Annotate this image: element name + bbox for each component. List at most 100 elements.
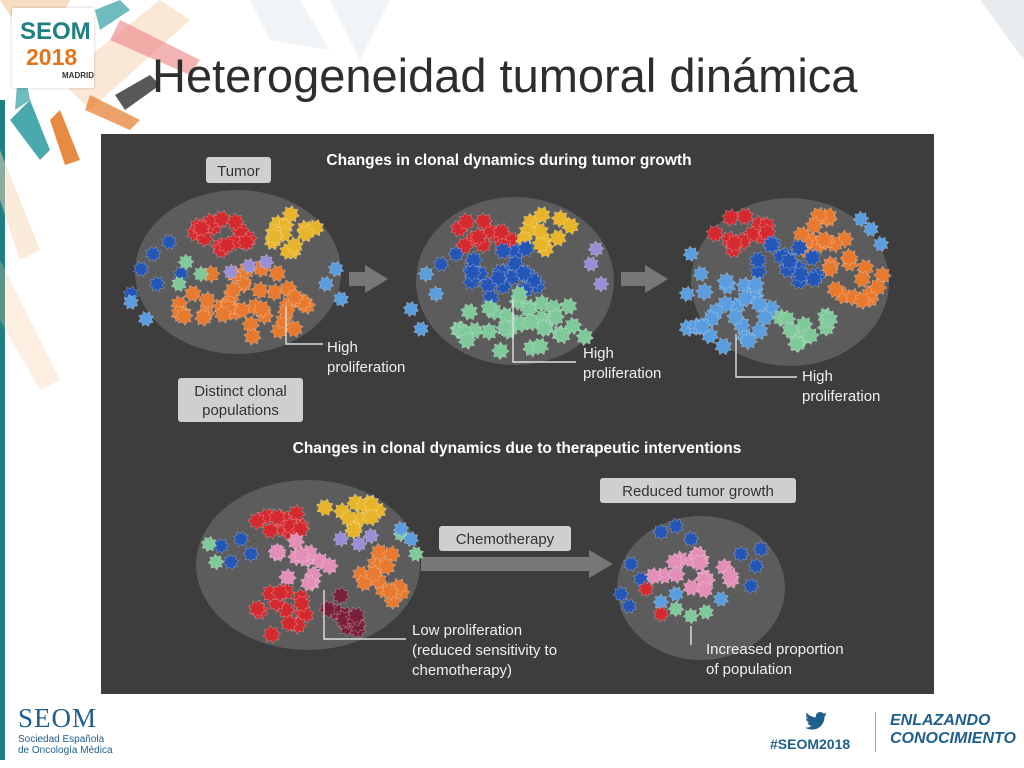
cell-orange (183, 284, 202, 303)
low-prolif-line3: chemotherapy) (412, 662, 512, 679)
cell-red (217, 235, 237, 255)
cell-orange (380, 581, 400, 601)
hashtag: #SEOM2018 (770, 736, 851, 752)
cell-red (469, 227, 488, 247)
callout-lines (285, 299, 797, 645)
cell-blue (748, 251, 767, 270)
cell-orange (213, 305, 233, 324)
distinct-label-line1: Distinct clonal (194, 383, 287, 400)
cell-lightblue (427, 285, 445, 303)
cell-red (474, 211, 494, 231)
cell-purple (592, 275, 610, 293)
reduced-label-box: Reduced tumor growth (600, 478, 796, 503)
cell-lightblue (402, 530, 420, 548)
cell-orange (804, 216, 824, 235)
cell-pink (319, 556, 340, 576)
logo-line-city: MADRID (62, 71, 94, 80)
cell-pink (682, 578, 701, 597)
cell-orange (193, 308, 213, 327)
cell-green (460, 302, 479, 321)
cell-blue (493, 241, 513, 261)
cell-blue (488, 268, 508, 288)
cell-red (279, 613, 299, 633)
cell-green (781, 321, 800, 339)
seom2018-logo: SEOM 2018 MADRID (12, 8, 94, 88)
chemo-label: Chemotherapy (456, 531, 555, 548)
cell-orange (852, 291, 872, 311)
cell-pink (721, 566, 740, 585)
arrow-2 (621, 265, 668, 293)
cell-pink (664, 552, 685, 572)
cell-red (456, 212, 476, 232)
distinct-label-box: Distinct clonal populations (178, 378, 303, 422)
cell-yellow (285, 236, 304, 255)
chemo-label-box: Chemotherapy (439, 526, 571, 551)
cell-green (575, 327, 595, 347)
cell-orange (197, 290, 217, 310)
cell-lightblue (413, 321, 429, 337)
cell-orange (792, 225, 811, 244)
cell-lightblue (863, 221, 879, 237)
cell-green (667, 600, 685, 618)
cell-green (697, 603, 715, 621)
cell-green (559, 297, 578, 316)
cell-yellow (531, 222, 549, 241)
high-prolif-2-line2: proliferation (583, 365, 661, 382)
cell-green (490, 341, 510, 361)
cell-red (261, 521, 280, 540)
cell-maroon (318, 599, 338, 619)
cell-blue (623, 556, 639, 572)
cell-orange (868, 277, 888, 297)
slogan-line1: ENLAZANDO (890, 712, 991, 729)
cell-yellow (265, 226, 285, 246)
cell-blue (667, 517, 685, 535)
high-prolif-3-line1: High (802, 368, 833, 385)
cell-orange (232, 301, 252, 320)
cell-lightblue (317, 275, 335, 293)
cell-purple (350, 535, 368, 553)
cell-red (236, 232, 256, 252)
cell-lightblue (725, 307, 745, 327)
cell-orange (853, 270, 872, 289)
cell-blue (514, 264, 533, 282)
cell-green (682, 607, 700, 625)
cell-red (262, 625, 282, 645)
cell-orange (285, 319, 304, 338)
cell-lightblue (327, 260, 345, 278)
cell-blue (148, 275, 166, 293)
cell-blue (516, 239, 535, 258)
cell-blue (742, 577, 760, 595)
cell-yellow (561, 216, 580, 236)
seom-footer-logo: SEOM Sociedad Española de Oncología Médi… (18, 703, 128, 761)
low-prolif-line1: Low proliferation (412, 622, 522, 639)
cell-purple (583, 256, 599, 272)
tumor-label: Tumor (217, 163, 260, 180)
cell-red (192, 219, 211, 238)
cell-red (492, 222, 511, 242)
cell-blue (747, 557, 765, 575)
increased-line2: of population (706, 661, 792, 678)
cell-red (268, 508, 286, 527)
cell-orange (285, 287, 305, 307)
cell-blue (732, 545, 750, 563)
high-prolif-1-line1: High (327, 339, 358, 356)
cell-green (207, 553, 225, 571)
cell-pink (643, 566, 663, 586)
cell-green (534, 318, 554, 338)
cell-green (546, 307, 566, 327)
cell-yellow (549, 229, 567, 247)
logo-line-seom: SEOM (20, 18, 91, 45)
cell-lightblue (667, 585, 685, 603)
cell-purple (257, 253, 275, 271)
cell-lightblue (749, 294, 769, 314)
cell-lightblue (692, 265, 710, 283)
cell-red (212, 210, 231, 229)
twitter-icon (805, 712, 827, 730)
cell-pink (695, 580, 714, 600)
cell-green (200, 535, 218, 553)
footer-logo-sub1: Sociedad Española (18, 734, 105, 745)
cell-green (495, 318, 515, 338)
cell-blue (212, 537, 230, 555)
cell-blue (804, 270, 824, 289)
cell-pink (690, 553, 709, 572)
